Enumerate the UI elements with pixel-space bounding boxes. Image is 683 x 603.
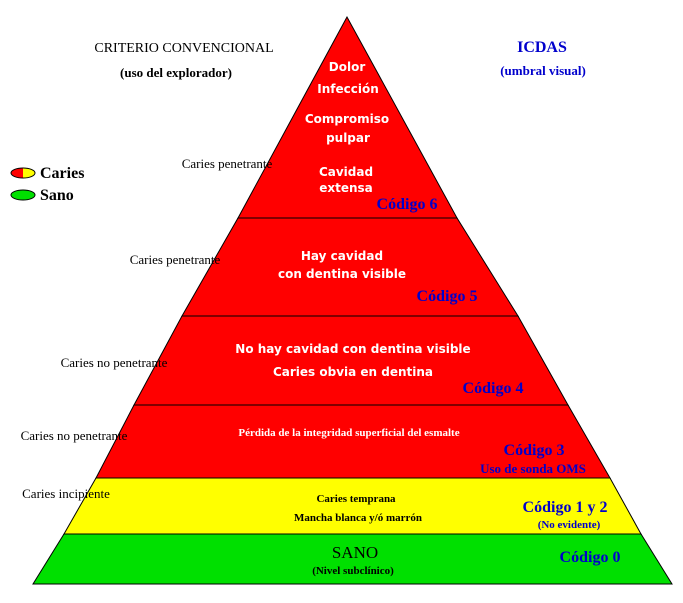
code3-label: Código 3 bbox=[504, 442, 565, 459]
code6-line-infeccion: Infección bbox=[317, 82, 379, 96]
code12-label: Código 1 y 2 bbox=[523, 499, 608, 516]
level-code0: SANO (Nivel subclínico) Código 0 bbox=[312, 543, 620, 577]
left-header-title: CRITERIO CONVENCIONAL bbox=[94, 41, 273, 56]
level-code4: No hay cavidad con dentina visible Carie… bbox=[61, 342, 524, 397]
code6-line-compromiso: Compromiso bbox=[305, 112, 389, 126]
code4-criterion: Caries no penetrante bbox=[61, 355, 168, 370]
code4-line-1: No hay cavidad con dentina visible bbox=[235, 342, 470, 356]
code3-criterion: Caries no penetrante bbox=[21, 428, 128, 443]
legend-caries-label: Caries bbox=[40, 165, 84, 182]
red-yellow-oval-icon bbox=[10, 167, 36, 179]
legend-sano-label: Sano bbox=[40, 187, 74, 204]
code6-line-cavidad: Cavidad bbox=[319, 165, 373, 179]
code6-line-dolor: Dolor bbox=[329, 60, 366, 74]
code12-line-1: Caries temprana bbox=[316, 493, 396, 505]
level-code1-2: Caries temprana Mancha blanca y/ó marrón… bbox=[22, 486, 607, 531]
code0-subtitle: (Nivel subclínico) bbox=[312, 565, 394, 577]
left-header-subtitle: (uso del explorador) bbox=[120, 65, 232, 80]
code4-line-2: Caries obvia en dentina bbox=[273, 365, 433, 379]
code6-line-extensa: extensa bbox=[319, 181, 373, 195]
code6-line-pulpar: pulpar bbox=[326, 131, 370, 145]
legend: Caries Sano bbox=[10, 165, 84, 204]
band-code0 bbox=[32, 533, 673, 585]
code5-criterion: Caries penetrante bbox=[130, 252, 221, 267]
code5-line-1: Hay cavidad bbox=[301, 249, 383, 263]
right-header-title: ICDAS bbox=[517, 39, 567, 56]
code6-label: Código 6 bbox=[377, 196, 438, 213]
code12-criterion: Caries incipiente bbox=[22, 486, 110, 501]
code3-note: Uso de sonda OMS bbox=[480, 461, 586, 476]
code5-line-2: con dentina visible bbox=[278, 267, 406, 281]
code4-label: Código 4 bbox=[463, 380, 524, 397]
code0-title: SANO bbox=[332, 543, 378, 562]
code0-label: Código 0 bbox=[560, 549, 621, 566]
code3-line-1: Pérdida de la integridad superficial del… bbox=[238, 427, 459, 439]
code12-line-2: Mancha blanca y/ó marrón bbox=[294, 512, 422, 524]
level-code6: Dolor Infección Compromiso pulpar Cavida… bbox=[182, 60, 438, 213]
code12-note: (No evidente) bbox=[538, 519, 601, 531]
level-code3: Pérdida de la integridad superficial del… bbox=[21, 427, 586, 476]
code6-criterion: Caries penetrante bbox=[182, 156, 273, 171]
level-code5: Hay cavidad con dentina visible Código 5… bbox=[130, 249, 478, 305]
code5-label: Código 5 bbox=[417, 288, 478, 305]
right-header-subtitle: (umbral visual) bbox=[500, 63, 586, 78]
green-oval-icon bbox=[10, 189, 36, 201]
